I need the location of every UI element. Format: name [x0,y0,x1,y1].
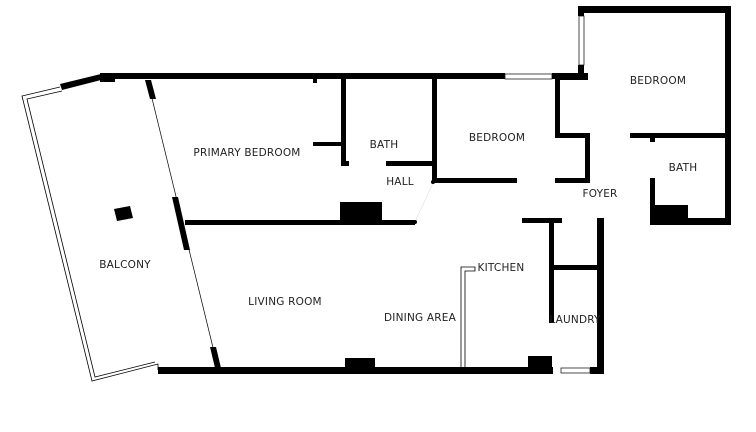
room-label-bedroom: BEDROOM [629,75,687,87]
room-label-bedroom: BEDROOM [468,132,526,144]
room-label-hall: HALL [386,176,414,188]
windows [504,15,591,374]
room-label-foyer: FOYER [582,188,618,200]
exterior-walls [60,6,731,374]
hall-opening [413,180,435,224]
balcony-railing [21,86,159,382]
room-label-dining-area: DINING AREA [384,312,456,324]
room-label-balcony: BALCONY [99,259,151,271]
room-label-kitchen: KITCHEN [477,262,525,274]
room-label-bath: BATH [668,162,698,174]
balcony-column [114,206,133,221]
room-label-primary-bedroom: PRIMARY BEDROOM [193,147,301,159]
room-label-laundry: LAUNDRY [549,314,601,326]
room-label-bath: BATH [369,139,399,151]
kitchen-counter [460,266,476,367]
balcony-glass-wall [145,80,221,369]
interior-walls [185,79,730,369]
room-label-living-room: LIVING ROOM [248,296,322,308]
